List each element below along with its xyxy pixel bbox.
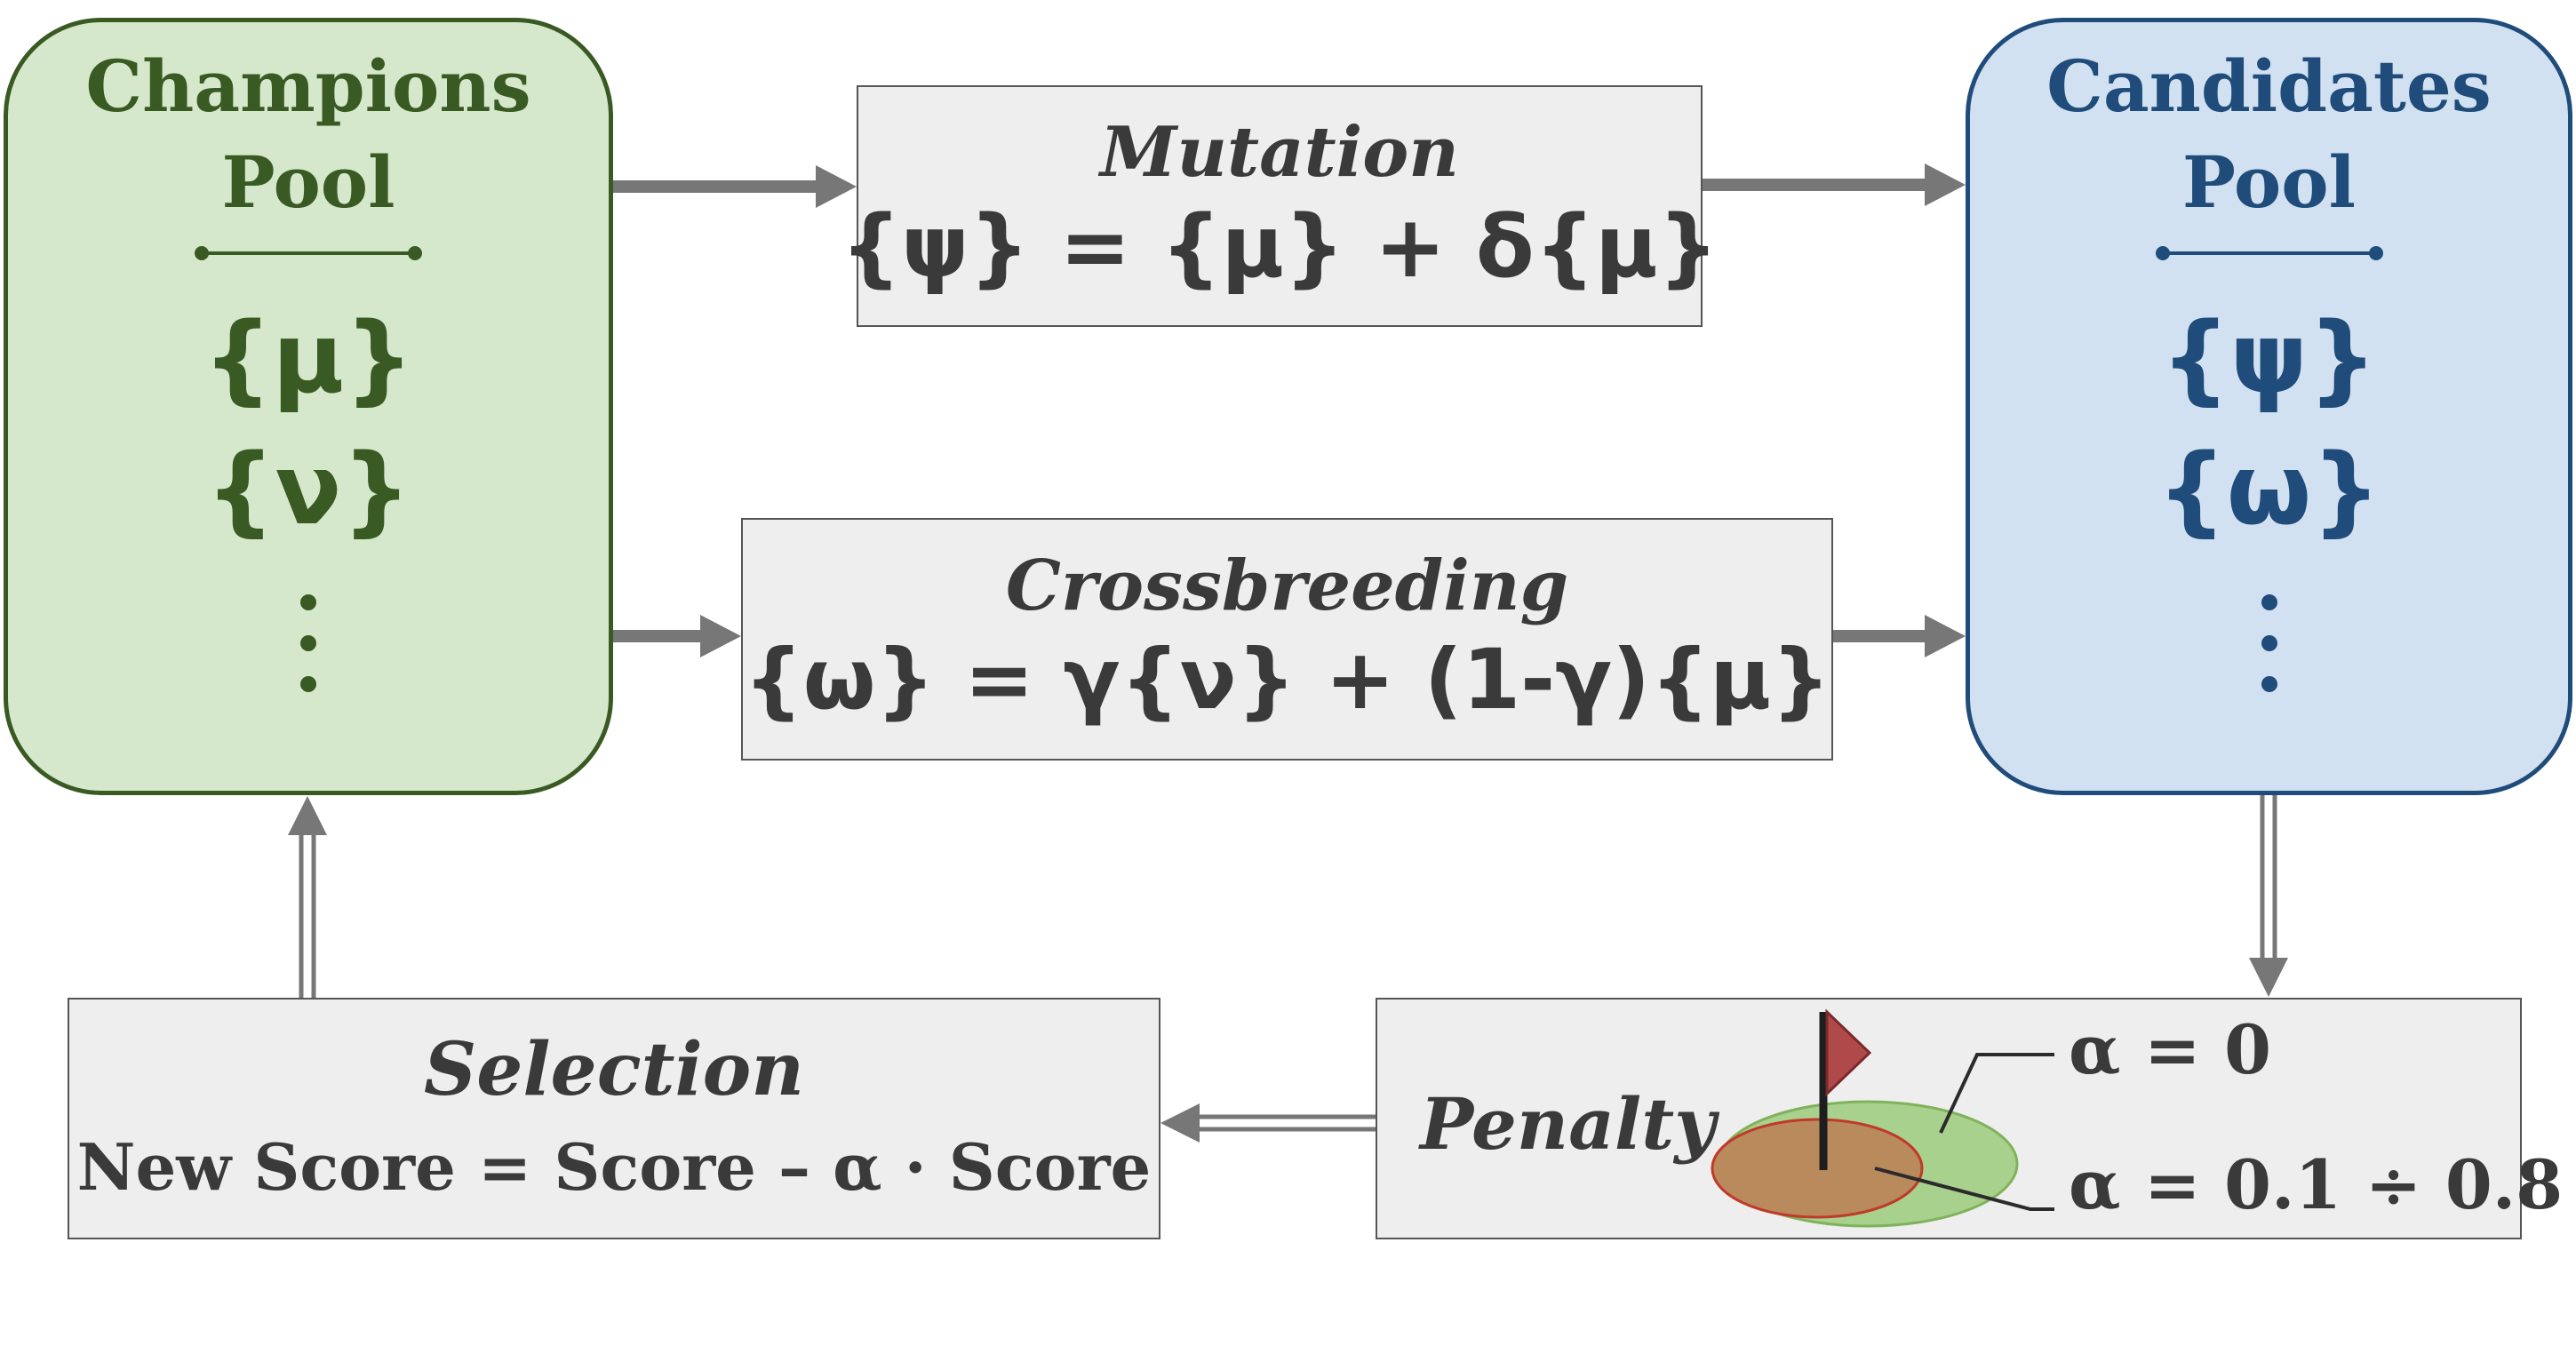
- mutation-box: Mutation {ψ} = {μ} + δ{μ}: [841, 85, 1719, 327]
- leader-line-outer: [1939, 1053, 2054, 1134]
- crossbreeding-box: Crossbreeding {ω} = γ{ν} + (1-γ){μ}: [741, 518, 1833, 761]
- champions-pool-title: Champions Pool: [85, 38, 530, 230]
- crossbreeding-formula: {ω} = γ{ν} + (1-γ){μ}: [743, 631, 1831, 729]
- selection-box: Selection New Score = Score – α · Score: [68, 998, 1160, 1239]
- candidates-pool-divider: [2155, 246, 2383, 260]
- golf-green-icon: [1711, 1008, 2054, 1228]
- champions-ellipsis-icon: [300, 582, 316, 705]
- champions-pool: Champions Pool {μ} {ν}: [4, 18, 613, 795]
- champions-pool-divider: [195, 246, 422, 260]
- selection-title: Selection: [424, 1027, 804, 1112]
- champions-pool-title-line2: Pool: [221, 140, 395, 224]
- inner-zone-ellipse: [1711, 1118, 1924, 1219]
- candidates-ellipsis-icon: [2261, 582, 2277, 705]
- arrow-selection-to-champions: [288, 796, 327, 998]
- arrow-penalty-to-selection: [1160, 1103, 1376, 1143]
- penalty-title: Penalty: [1420, 1082, 1716, 1166]
- arrow-champions-to-mutation: [613, 165, 857, 208]
- flag-icon: [1825, 1008, 1872, 1097]
- champions-pool-title-line1: Champions: [85, 44, 531, 128]
- candidates-var-psi: {ψ}: [2160, 301, 2378, 415]
- champions-pool-variables: {μ} {ν}: [203, 292, 414, 555]
- candidates-var-omega: {ω}: [2157, 433, 2381, 546]
- candidates-pool-title: Candidates Pool: [2046, 38, 2492, 230]
- candidates-pool: Candidates Pool {ψ} {ω}: [1966, 18, 2572, 795]
- champions-var-nu: {ν}: [205, 433, 411, 546]
- alpha-inner-label: α = 0.1 ÷ 0.8: [2069, 1145, 2564, 1224]
- alpha-outer-label: α = 0: [2069, 1010, 2271, 1089]
- leader-line-inner: [1874, 1167, 2054, 1211]
- crossbreeding-title: Crossbreeding: [1005, 545, 1569, 626]
- candidates-pool-title-line2: Pool: [2181, 140, 2357, 224]
- candidates-pool-title-line1: Candidates: [2046, 44, 2492, 128]
- arrow-mutation-to-candidates: [1703, 163, 1966, 206]
- arrow-candidates-to-penalty: [2249, 795, 2288, 997]
- mutation-formula: {ψ} = {μ} + δ{μ}: [840, 197, 1719, 297]
- mutation-title: Mutation: [1099, 112, 1459, 193]
- selection-formula: New Score = Score – α · Score: [76, 1129, 1152, 1205]
- penalty-box: Penalty α = 0 α = 0.1 ÷ 0.8: [1376, 998, 2563, 1239]
- champions-var-mu: {μ}: [203, 301, 414, 415]
- candidates-pool-variables: {ψ} {ω}: [2157, 292, 2381, 555]
- arrow-champions-to-crossbreeding: [613, 615, 741, 657]
- arrow-crossbreeding-to-candidates: [1833, 615, 1966, 657]
